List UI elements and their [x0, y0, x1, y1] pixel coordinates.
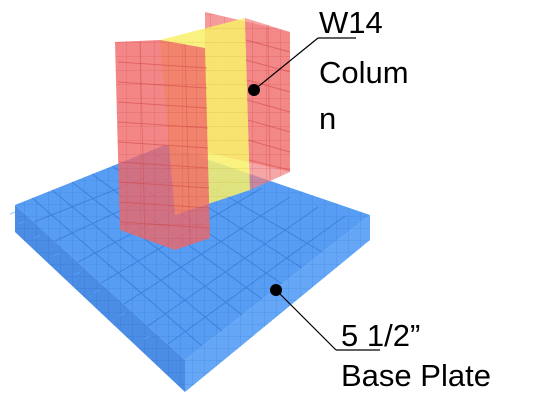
column-leader-dot [248, 84, 260, 96]
w14-column [115, 12, 291, 250]
base-plate-label-line-2: Base Plate [341, 358, 491, 393]
base-plate-leader-dot [270, 284, 282, 296]
column-leader-line [253, 37, 319, 91]
column-label-line-3: n [319, 101, 337, 136]
base-plate-slab [9, 145, 370, 392]
column-label-line-2: Colum [319, 55, 409, 90]
base-plate-callout [270, 284, 380, 351]
column-callout [248, 37, 356, 96]
column-label-line-1: W14 [319, 5, 383, 40]
base-plate-label-line-1: 5 1/2” [341, 318, 421, 353]
base-plate-leader-line [275, 289, 337, 351]
